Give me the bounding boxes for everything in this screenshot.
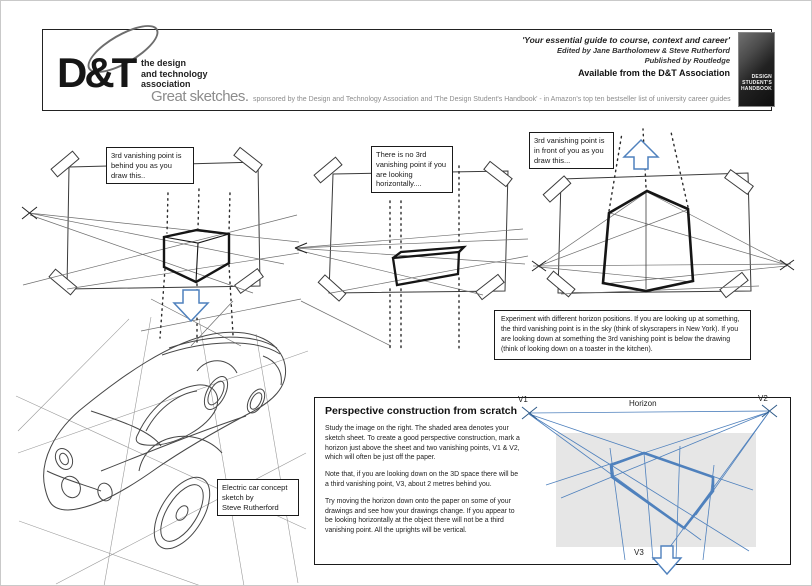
panel-title: Perspective construction from scratch: [325, 405, 517, 417]
dt-logo-subtext: the design and technology association: [141, 58, 208, 89]
published-by: Published by Routledge: [644, 56, 730, 65]
sketch-cube-no-third-vp: [294, 156, 529, 349]
callout-vp-behind: 3rd vanishing point is behind you as you…: [106, 147, 194, 185]
availability-note: Available from the D&T Association: [578, 68, 730, 78]
book-cover-thumbnail: DESIGN STUDENT'S HANDBOOK: [738, 32, 775, 107]
arrow-up-icon: [622, 138, 660, 170]
perspective-construction-diagram: [521, 404, 778, 561]
sketch-cube-vp-in-front: [531, 128, 795, 299]
callout-vp-in-front: 3rd vanishing point is in front of you a…: [529, 132, 614, 170]
arrow-down-v3-icon: [651, 545, 683, 576]
panel-body: Study the image on the right. The shaded…: [325, 424, 521, 536]
strapline: Great sketches. sponsored by the Design …: [151, 88, 731, 106]
book-cover-title: DESIGN STUDENT'S HANDBOOK: [740, 74, 772, 92]
label-horizon: Horizon: [629, 399, 657, 408]
sponsor-text: sponsored by the Design and Technology A…: [253, 96, 731, 103]
caption-electric-car: Electric car concept sketch by Steve Rut…: [217, 479, 299, 517]
note-experiment-horizons: Experiment with different horizon positi…: [494, 310, 751, 360]
page-title: Great sketches.: [151, 88, 249, 105]
label-v2: V2: [758, 394, 768, 403]
edited-by: Edited by Jane Bartholomew & Steve Ruthe…: [557, 46, 730, 55]
header: D&T the design and technology associatio…: [42, 16, 775, 111]
panel-paragraph: Try moving the horizon down onto the pap…: [325, 497, 515, 535]
label-v3: V3: [634, 548, 644, 557]
label-v1: V1: [518, 395, 528, 404]
panel-paragraph: Note that, if you are looking down on th…: [325, 471, 519, 488]
book-credits: 'Your essential guide to course, context…: [522, 35, 730, 78]
callout-no-third-vp: There is no 3rd vanishing point if you a…: [371, 146, 453, 193]
panel-paragraph: Study the image on the right. The shaded…: [325, 425, 520, 462]
perspective-box-outline: [609, 451, 715, 530]
sketch-cube-vp-behind: [21, 146, 302, 347]
panel-perspective-construction: Perspective construction from scratch St…: [314, 397, 791, 565]
car-concept-sketch: [15, 316, 309, 585]
arrow-down-icon: [172, 289, 210, 323]
dt-logo: D&T: [57, 49, 137, 96]
book-tagline: 'Your essential guide to course, context…: [522, 35, 730, 45]
